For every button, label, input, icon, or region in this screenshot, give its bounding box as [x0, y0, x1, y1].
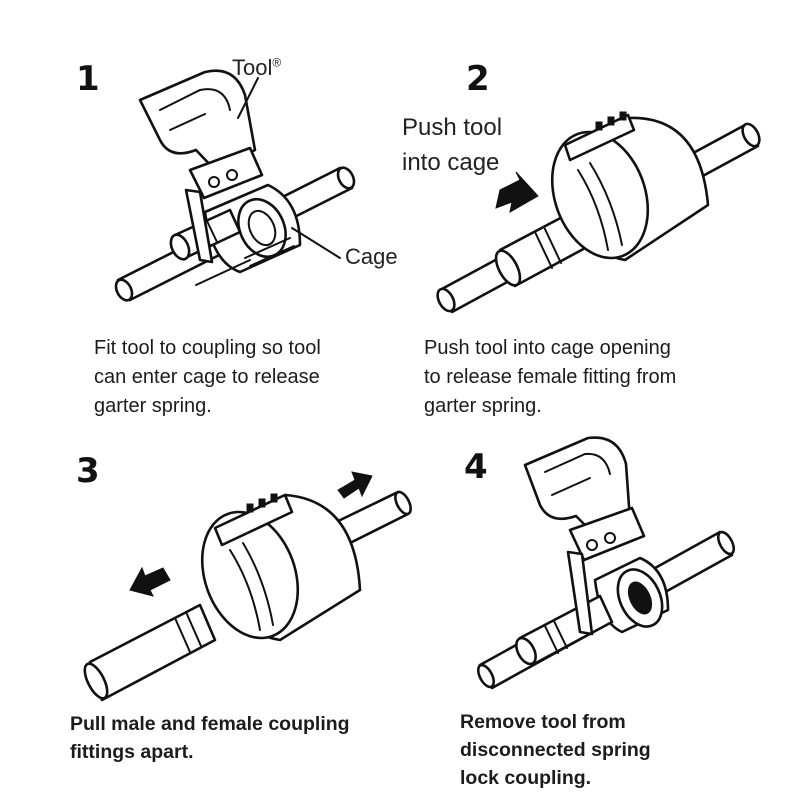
arrow-left-icon — [130, 568, 170, 596]
step-1-number: 1 — [76, 59, 100, 99]
step-4-caption: Remove tool from disconnected spring loc… — [460, 711, 651, 789]
tool-leader — [238, 78, 258, 118]
cage-with-tool — [535, 112, 708, 271]
cage — [595, 558, 671, 634]
tool — [140, 71, 262, 285]
arrow-right-icon — [496, 172, 538, 212]
push-instruction-label: Push tool into cage — [402, 114, 503, 176]
tool-label: Tool® — [232, 55, 282, 80]
step-2-illustration — [400, 0, 800, 400]
step-3-illustration — [0, 400, 400, 800]
step-2-number: 2 — [466, 59, 490, 99]
cage-leader — [292, 228, 340, 258]
step-1-illustration — [0, 0, 400, 400]
step-1-caption: Fit tool to coupling so tool can enter c… — [94, 337, 321, 417]
arrow-right-icon — [338, 472, 372, 498]
step-3-panel: 3 Pull male and female coupling fittings… — [0, 400, 400, 800]
step-4-number: 4 — [464, 447, 488, 487]
step-3-caption: Pull male and female coupling fittings a… — [70, 713, 350, 763]
cage-with-tool — [185, 494, 360, 651]
pipe-left — [80, 605, 215, 702]
cage — [205, 185, 300, 272]
male-fitting — [512, 596, 612, 667]
step-2-panel: 2 Push tool into cage Push too — [400, 0, 800, 417]
step-2-caption: Push tool into cage opening to release f… — [424, 337, 677, 417]
step-1-panel: 1 — [0, 0, 400, 417]
step-3-number: 3 — [76, 451, 100, 491]
tool — [525, 438, 644, 634]
step-4-illustration — [400, 400, 800, 800]
step-4-panel: 4 Remove tool from dis — [400, 400, 800, 800]
cage-label: Cage — [345, 244, 398, 269]
